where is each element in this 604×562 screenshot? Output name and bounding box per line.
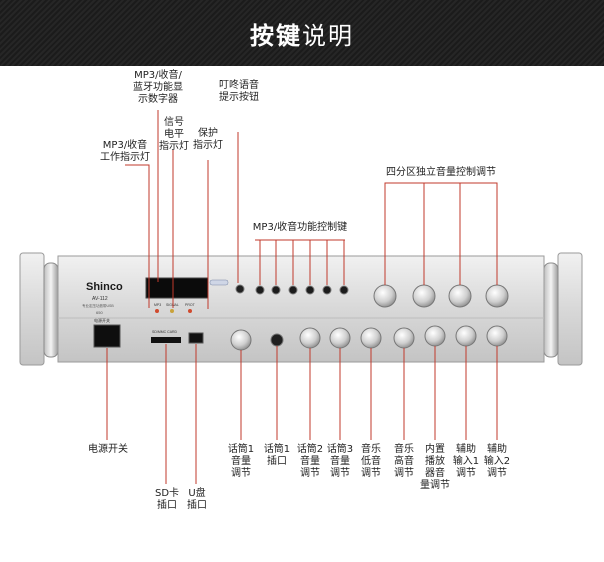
label-zone: 四分区独立音量控制调节 [386,167,496,178]
label-treble: 音乐 高音 调节 [394,444,414,479]
subtitle-label: 专业定压功放带USB [82,303,114,308]
label-aux1: 辅助 输入1 调节 [452,444,480,479]
mp3-control-keys [255,285,349,295]
leader-lines [106,110,498,484]
page-title: 按键说明 [250,22,354,50]
display-label-signal: SIGNAL [166,303,179,307]
protect-led [188,309,192,313]
model-label: AV-112 [92,296,108,302]
front-panel [57,255,545,363]
mp3-display [145,277,209,299]
label-mic1-jack: 话筒1 插口 [263,444,291,467]
sd-panel-label: SD/MMC CARD [152,330,178,334]
label-bass: 音乐 低音 调节 [361,444,381,479]
handle-left [43,262,59,358]
label-protect-led: 保护 指示灯 [193,128,223,151]
signal-led [170,309,174,313]
power-switch [93,324,121,348]
power-panel-label: 电源开关 [94,317,110,323]
mp3-led [155,309,159,313]
label-signal-led: 信号 电平 指示灯 [159,117,189,152]
label-mic2-vol: 话筒2 音量 调节 [296,444,324,479]
label-mic1-vol: 话筒1 音量 调节 [227,444,255,479]
label-mp3-keys: MP3/收音功能控制键 [252,222,348,233]
header-banner: 按键说明 [0,0,604,66]
usb-port [188,332,204,344]
watt-label: 650 [96,310,103,315]
sd-slot [151,337,181,343]
display-label-prot: PROT [185,303,196,307]
label-chime: 叮咚语音 提示按钮 [219,80,259,103]
label-aux2: 辅助 输入2 调节 [483,444,511,479]
label-builtin: 内置 播放 器音 量调节 [420,444,450,491]
label-sd: SD卡 插口 [154,488,180,511]
display-label-mp3: MP3 [154,303,161,307]
label-mp3-display: MP3/收音/ 蓝牙功能显 示数字器 [133,70,183,105]
label-mp3-led: MP3/收音 工作指示灯 [100,140,150,163]
rack-ear-right [557,252,583,366]
label-power: 电源开关 [88,444,128,455]
zone-knobs [373,284,509,308]
bluetooth-badge [209,279,229,286]
rack-ear-left [19,252,45,366]
label-usb: U盘 插口 [187,488,207,511]
label-mic3-vol: 话筒3 音量 调节 [326,444,354,479]
lower-knobs [230,325,508,351]
brand-logo: Shinco [86,281,123,293]
handle-right [543,262,559,358]
chime-button [235,284,245,294]
